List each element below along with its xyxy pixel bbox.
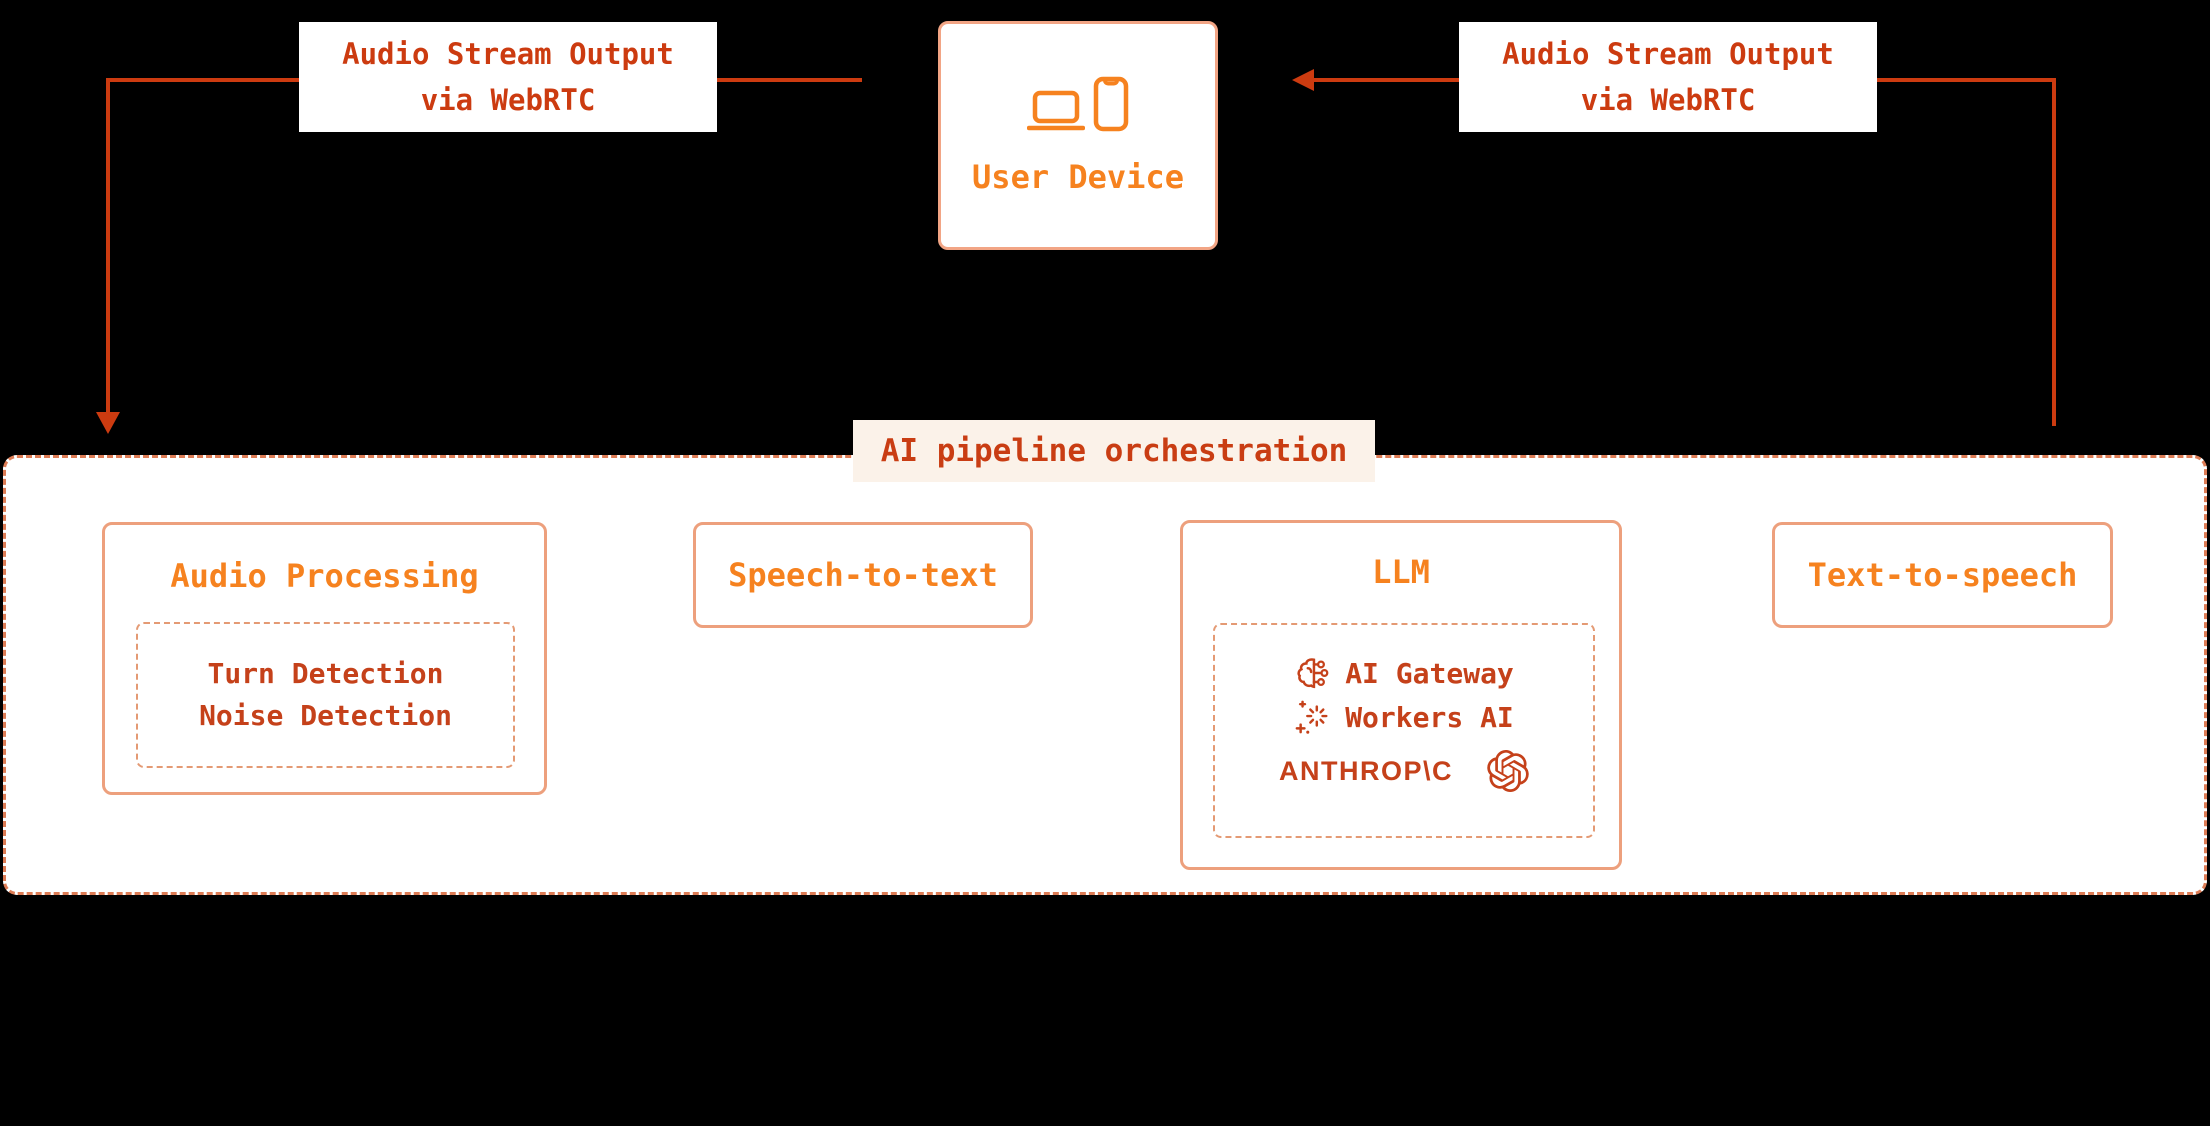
ai-gateway-icon [1297, 658, 1329, 689]
audio-processing-detail-box: Turn Detection Noise Detection [136, 622, 515, 768]
openai-logo [1487, 750, 1529, 792]
text-to-speech-node: Text-to-speech [1772, 522, 2113, 628]
workers-ai-icon [1295, 700, 1328, 734]
user-device-node: User Device [938, 21, 1218, 250]
turn-detection-label: Turn Detection [207, 657, 444, 690]
llm-providers-box: AI Gateway [1213, 623, 1595, 838]
provider-ai-gateway: AI Gateway [1294, 651, 1514, 695]
user-device-title: User Device [972, 158, 1184, 196]
text-to-speech-title: Text-to-speech [1807, 556, 2078, 594]
audio-processing-node: Audio Processing Turn Detection Noise De… [102, 522, 547, 795]
audio-processing-title: Audio Processing [170, 557, 479, 595]
device-icons [1027, 76, 1129, 132]
anthropic-wordmark: ANTHROP\C [1279, 755, 1453, 786]
noise-detection-label: Noise Detection [199, 699, 452, 732]
ai-pipeline-title: AI pipeline orchestration [853, 420, 1375, 482]
provider-model-logos: ANTHROP\C [1279, 749, 1529, 793]
arrowhead-down-icon [96, 412, 120, 434]
llm-title: LLM [1372, 553, 1430, 591]
arrowhead-left-icon [1292, 69, 1314, 91]
llm-node: LLM AI Gatewa [1180, 520, 1622, 870]
speech-to-text-node: Speech-to-text [693, 522, 1033, 628]
webrtc-connector-left [96, 78, 862, 434]
audio-stream-label-right: Audio Stream Output via WebRTC [1459, 22, 1877, 132]
workers-ai-label: Workers AI [1345, 700, 1514, 734]
label-line: Audio Stream Output [342, 37, 674, 71]
label-line: Audio Stream Output [1502, 37, 1834, 71]
label-line: via WebRTC [1580, 83, 1756, 117]
provider-workers-ai: Workers AI [1294, 695, 1514, 739]
label-line: via WebRTC [420, 83, 596, 117]
audio-stream-label-left: Audio Stream Output via WebRTC [299, 22, 717, 132]
laptop-icon [1027, 90, 1085, 131]
phone-icon [1093, 76, 1129, 132]
ai-gateway-label: AI Gateway [1345, 656, 1514, 690]
speech-to-text-title: Speech-to-text [728, 556, 998, 594]
